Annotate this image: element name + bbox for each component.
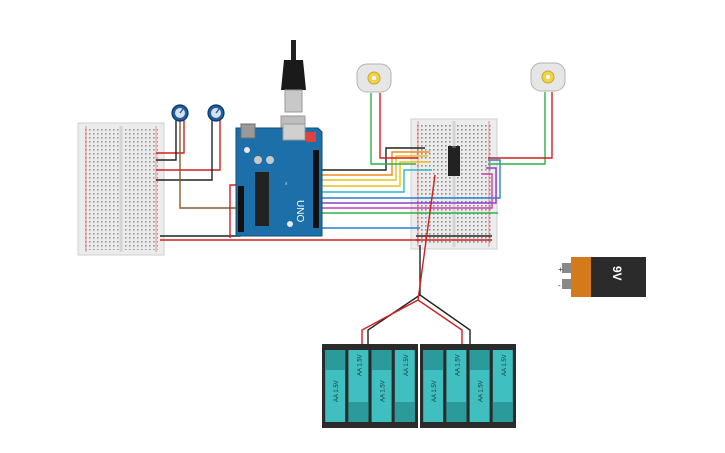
aa-cell-label: AA 1.5V [479, 380, 485, 402]
usb-cable [280, 40, 306, 131]
arduino-brand-text: UNO [294, 200, 305, 222]
aa-cell-label: AA 1.5V [502, 354, 508, 376]
battery-9v-terminal-plus [562, 263, 571, 273]
aa-battery-pack-2[interactable]: AA 1.5V AA 1.5V AA 1.5V AA 1.5V [420, 344, 516, 428]
wire-brown [179, 118, 236, 209]
wire-pot1-black [156, 118, 177, 161]
battery-9v-terminal-minus [562, 279, 571, 289]
wire-motor2-green [488, 92, 546, 165]
wire-yellow [318, 155, 428, 181]
dc-motor-2[interactable] [530, 62, 566, 92]
potentiometer-1[interactable] [171, 104, 189, 122]
wire-motor1-green [370, 93, 416, 165]
wire-pack-red [361, 174, 436, 345]
wire-black-1 [318, 147, 425, 171]
potentiometer-2[interactable] [207, 104, 225, 122]
wire-pot1-red [156, 118, 185, 154]
wire-purple [318, 167, 497, 204]
aa-cell-label: AA 1.5V [357, 354, 363, 376]
wire-magenta [318, 173, 493, 209]
wire-yellow-2 [318, 161, 430, 187]
wire-pot2-black [156, 118, 213, 181]
left-breadboard[interactable] [77, 122, 165, 256]
aa-cell-label: AA 1.5V [334, 380, 340, 402]
atmega-chip [255, 172, 269, 226]
usb-port [282, 123, 306, 141]
aa-cell-label: AA 1.5V [455, 354, 461, 376]
battery-9v[interactable]: + - 9V [558, 257, 646, 297]
power-header [238, 186, 244, 232]
wire-pot2-red [156, 118, 221, 171]
aa-cell-label: AA 1.5V [381, 380, 387, 402]
wire-motor1-red [379, 93, 418, 159]
reset-button [306, 132, 316, 142]
power-jack [240, 123, 256, 139]
wire-motor2-red [488, 92, 553, 159]
wire-cyan [318, 169, 432, 193]
battery-9v-label: 9V [610, 266, 624, 281]
aa-cell-label: AA 1.5V [404, 354, 410, 376]
aa-cell-label: AA 1.5V [432, 380, 438, 402]
wire-pack-black [367, 245, 421, 345]
dc-motor-1[interactable] [356, 63, 392, 93]
wire-black-gnd [160, 192, 241, 237]
battery-9v-minus: - [558, 281, 561, 290]
aa-battery-pack-1[interactable]: AA 1.5V AA 1.5V AA 1.5V AA 1.5V [322, 344, 418, 428]
arduino-logo-text: ∞ [284, 182, 289, 185]
motor-driver-ic[interactable] [448, 146, 460, 176]
wire-blue [318, 159, 501, 199]
arduino-uno[interactable]: UNO ∞ [235, 123, 323, 237]
battery-9v-plus: + [558, 265, 563, 274]
right-breadboard[interactable] [410, 118, 498, 250]
wire-pack-black-2 [419, 294, 471, 345]
digital-header [313, 150, 319, 228]
wire-pack-red-2 [417, 299, 463, 345]
